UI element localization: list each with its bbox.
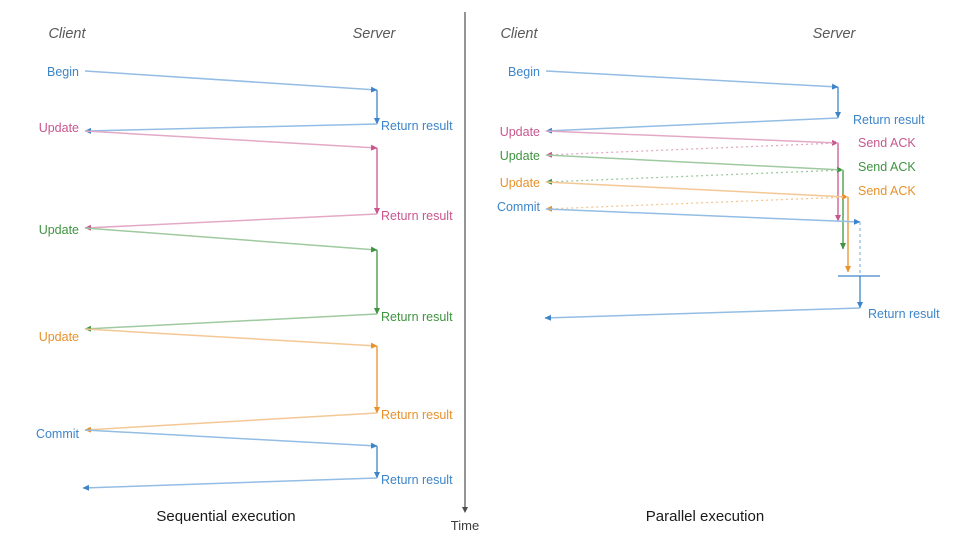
reply-arrow: [544, 307, 861, 321]
request-arrow: [545, 70, 839, 90]
request-arrow: [84, 70, 378, 93]
message-parallel-3: Send ACK: [545, 136, 916, 158]
message-sequential-1: Return result: [84, 119, 453, 134]
message-label: Begin: [47, 65, 79, 79]
actor-label-client: Client: [500, 26, 538, 42]
message-label: Return result: [381, 209, 453, 223]
reply-arrow: [84, 213, 378, 231]
message-parallel-7: Send ACK: [545, 184, 916, 212]
message-label: Commit: [497, 200, 541, 214]
message-sequential-2: Update: [39, 121, 380, 215]
message-parallel-1: Return result: [545, 113, 925, 134]
request-arrow: [545, 130, 839, 146]
ack-arrow: [545, 196, 849, 212]
message-sequential-5: Return result: [84, 310, 453, 332]
message-parallel-2: Update: [500, 125, 841, 222]
reply-arrow: [82, 477, 378, 491]
message-label: Send ACK: [858, 136, 916, 150]
message-label: Return result: [381, 473, 453, 487]
request-arrow: [545, 208, 861, 225]
panel-caption: Parallel execution: [646, 508, 764, 525]
actor-label-server: Server: [353, 26, 397, 42]
message-sequential-6: Update: [39, 328, 380, 414]
reply-arrow: [545, 117, 839, 134]
message-label: Update: [39, 223, 79, 237]
message-label: Return result: [381, 310, 453, 324]
request-arrow: [84, 328, 378, 349]
message-parallel-6: Update: [500, 176, 851, 273]
message-parallel-8: Commit: [497, 200, 861, 276]
message-label: Return result: [853, 113, 925, 127]
message-label: Update: [500, 149, 540, 163]
reply-arrow: [84, 123, 378, 134]
message-parallel-0: Begin: [508, 65, 841, 119]
actor-label-client: Client: [48, 26, 86, 42]
message-parallel-5: Send ACK: [545, 160, 916, 185]
actor-label-server: Server: [813, 26, 857, 42]
message-sequential-3: Return result: [84, 209, 453, 231]
request-arrow: [84, 429, 378, 449]
message-sequential-4: Update: [39, 223, 380, 315]
request-arrow: [545, 154, 844, 173]
message-label: Update: [500, 125, 540, 139]
panel-caption: Sequential execution: [156, 508, 295, 525]
message-label: Return result: [381, 408, 453, 422]
message-label: Update: [500, 176, 540, 190]
message-label: Update: [39, 330, 79, 344]
request-arrow: [545, 181, 849, 200]
message-label: Begin: [508, 65, 540, 79]
message-sequential-7: Return result: [84, 408, 453, 433]
message-parallel-11: Return result: [544, 307, 940, 321]
message-label: Update: [39, 121, 79, 135]
ack-arrow: [545, 142, 839, 158]
request-arrow: [84, 227, 378, 253]
time-axis-label: Time: [451, 518, 479, 533]
message-label: Send ACK: [858, 184, 916, 198]
message-label: Return result: [381, 119, 453, 133]
reply-arrow: [84, 313, 378, 332]
message-label: Send ACK: [858, 160, 916, 174]
message-label: Return result: [868, 307, 940, 321]
message-sequential-8: Commit: [36, 427, 380, 479]
time-axis-group: Time: [451, 12, 479, 533]
request-arrow: [84, 130, 378, 151]
message-sequential-9: Return result: [82, 473, 453, 491]
message-parallel-4: Update: [500, 149, 846, 250]
ack-arrow: [545, 169, 844, 185]
reply-arrow: [84, 412, 378, 433]
message-sequential-0: Begin: [47, 65, 380, 125]
message-label: Commit: [36, 427, 80, 441]
